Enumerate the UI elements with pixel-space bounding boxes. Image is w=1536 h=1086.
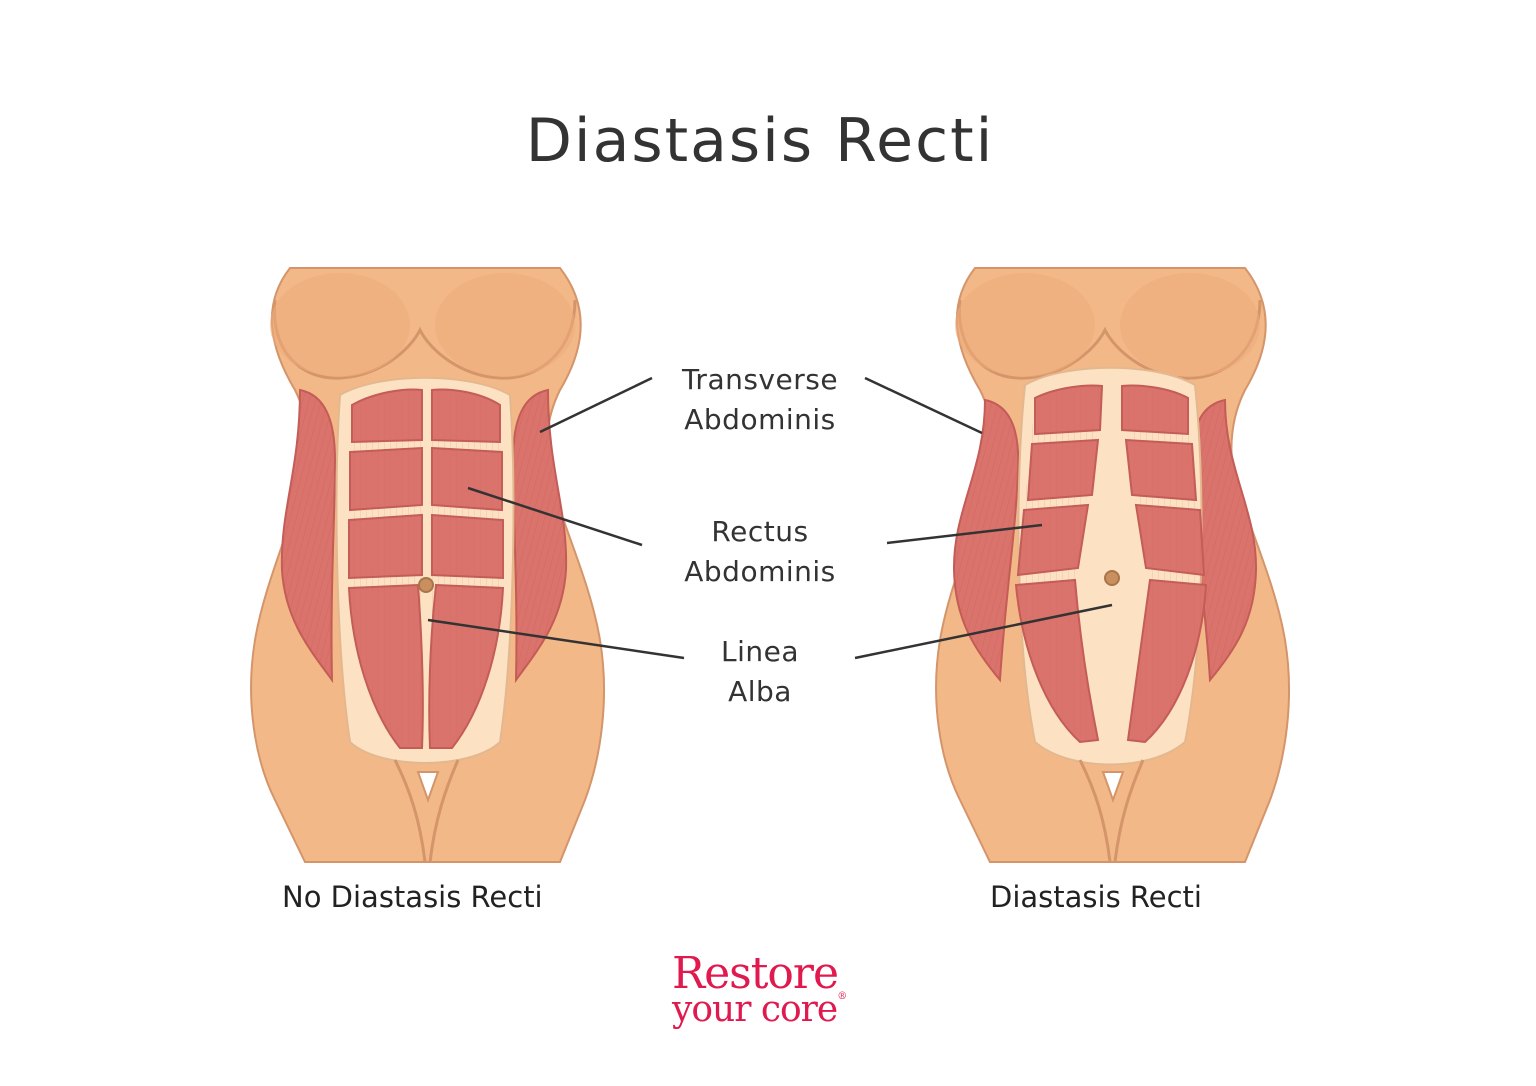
- label-linea-line1: Linea: [720, 635, 799, 668]
- leader-linea-left: [427, 618, 685, 660]
- rectus-abdominis-right: [1014, 384, 1208, 744]
- caption-no-diastasis: No Diastasis Recti: [282, 880, 543, 914]
- leader-transverse-right: [864, 376, 983, 435]
- navel-left: [418, 577, 434, 593]
- logo-line2: your core: [672, 989, 838, 1030]
- leader-rectus-left: [467, 486, 643, 547]
- label-transverse-line2: Abdominis: [684, 403, 836, 436]
- torso-no-diastasis: [250, 267, 605, 863]
- label-rectus-line2: Abdominis: [684, 555, 836, 588]
- leader-transverse-left: [539, 376, 653, 434]
- caption-diastasis: Diastasis Recti: [990, 880, 1202, 914]
- label-transverse-abdominis: Transverse Abdominis: [660, 360, 860, 440]
- leader-rectus-right: [886, 523, 1043, 545]
- label-linea-alba: Linea Alba: [665, 632, 855, 712]
- brand-logo: Restore your core®: [672, 952, 872, 1028]
- navel-right: [1104, 570, 1120, 586]
- leader-linea-right: [854, 603, 1113, 660]
- label-rectus-line1: Rectus: [711, 515, 809, 548]
- logo-line1: Restore: [672, 948, 839, 999]
- label-transverse-line1: Transverse: [681, 363, 839, 396]
- logo-registered-mark: ®: [837, 991, 847, 1002]
- page-title: Diastasis Recti: [525, 106, 995, 176]
- torso-diastasis: [935, 267, 1290, 863]
- label-rectus-abdominis: Rectus Abdominis: [660, 512, 860, 592]
- label-linea-line2: Alba: [728, 675, 792, 708]
- leader-lines: [427, 376, 1113, 660]
- rectus-abdominis-left: [347, 388, 505, 749]
